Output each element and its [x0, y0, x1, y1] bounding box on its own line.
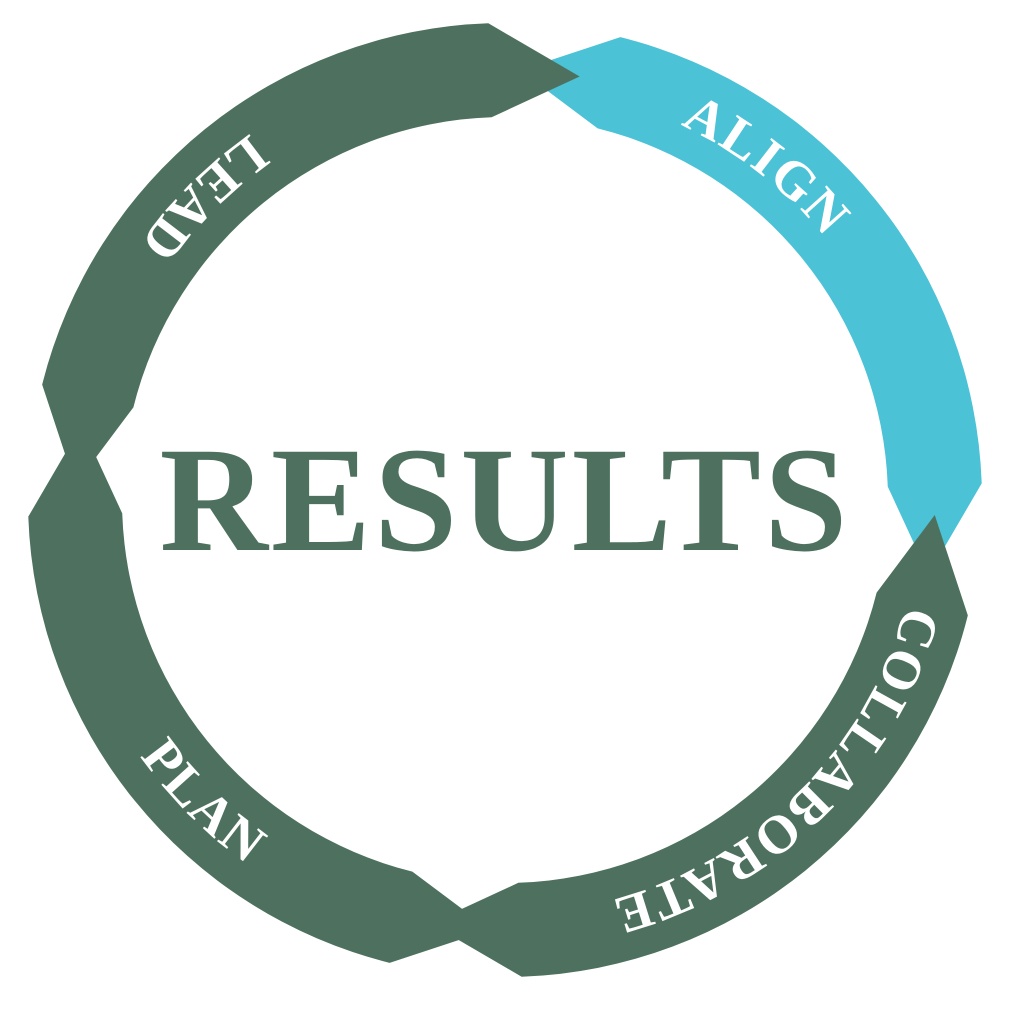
segments-group: [28, 23, 982, 977]
center-title: RESULTS: [160, 417, 851, 583]
wheel-segment-lead[interactable]: [42, 23, 580, 485]
